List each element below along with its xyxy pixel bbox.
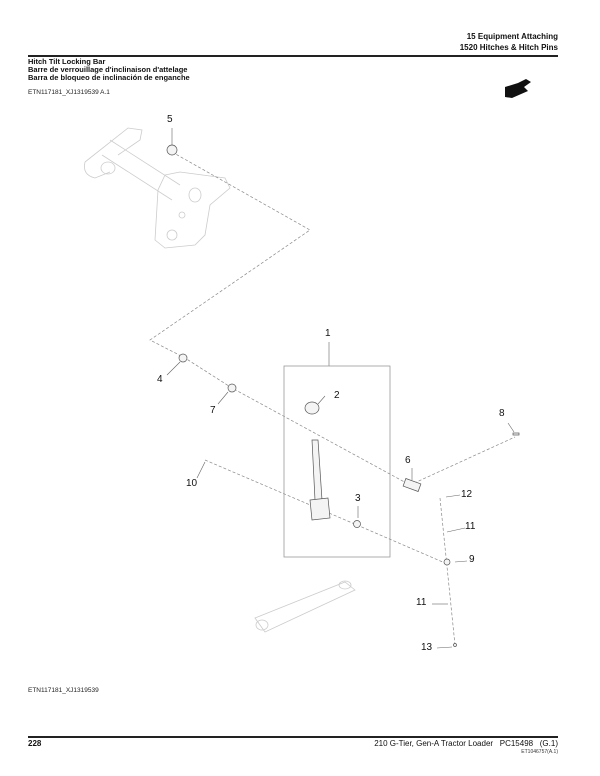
callout-9: 9 xyxy=(469,554,475,565)
page-number: 228 xyxy=(28,739,42,748)
title-en: Hitch Tilt Locking Bar xyxy=(28,57,106,66)
callout-10: 10 xyxy=(186,478,198,489)
figure-ref-bottom: ETN117181_XJ1319539 xyxy=(28,687,99,694)
title-fr: Barre de verrouillage d'inclinaison d'at… xyxy=(28,65,188,74)
callout-2: 2 xyxy=(334,390,340,401)
callout-6: 6 xyxy=(405,455,411,466)
callout-4: 4 xyxy=(157,374,163,385)
document-code: ET1046757(A.1) xyxy=(521,749,558,755)
callout-1: 1 xyxy=(325,328,331,339)
subsection-title: 1520 Hitches & Hitch Pins xyxy=(459,43,558,52)
callout-5: 5 xyxy=(167,114,173,125)
hitch-frame xyxy=(84,127,231,249)
lift-arm xyxy=(254,580,356,633)
footer-info: 210 G-Tier, Gen-A Tractor Loader PC15498… xyxy=(374,739,558,748)
section-title: 15 Equipment Attaching xyxy=(466,32,558,41)
model-name: 210 G-Tier, Gen-A Tractor Loader xyxy=(374,739,494,748)
callout-3: 3 xyxy=(355,493,361,504)
callout-11b: 11 xyxy=(416,597,427,608)
header-divider xyxy=(28,55,558,57)
footer-divider xyxy=(28,736,558,738)
callout-11: 11 xyxy=(465,521,476,532)
callout-7: 7 xyxy=(210,405,216,416)
title-es: Barra de bloqueo de inclinación de engan… xyxy=(28,73,190,82)
callout-8: 8 xyxy=(499,408,505,419)
parts xyxy=(166,144,520,647)
pointing-hand-icon xyxy=(505,79,531,98)
assembly-box xyxy=(283,365,391,558)
publication-number: PC15498 xyxy=(499,739,534,748)
callout-12: 12 xyxy=(461,489,473,500)
callout-13: 13 xyxy=(421,642,433,653)
figure-ref-top: ETN117181_XJ1319539 A.1 xyxy=(28,89,110,96)
revision: (G.1) xyxy=(539,739,558,748)
leader-lines xyxy=(149,151,516,646)
